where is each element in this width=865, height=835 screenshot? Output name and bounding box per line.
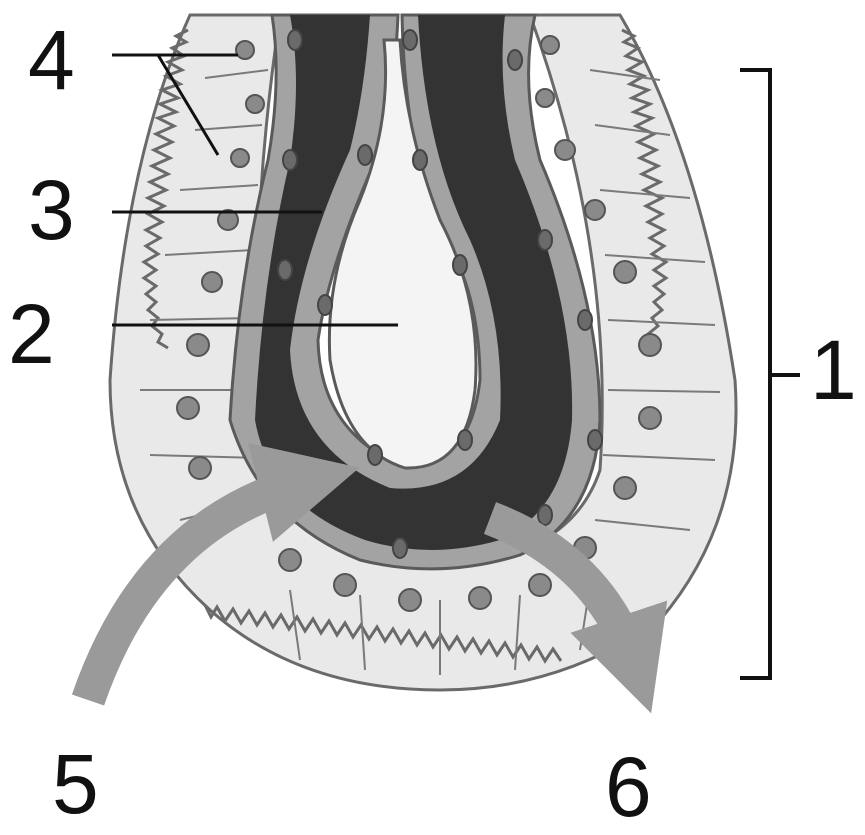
label-2: 2 (8, 292, 55, 376)
label-6: 6 (605, 745, 652, 829)
label-3: 3 (28, 168, 75, 252)
bracket-1 (740, 70, 800, 678)
label-5: 5 (52, 742, 99, 826)
label-4: 4 (28, 18, 75, 102)
label-1: 1 (810, 328, 857, 412)
